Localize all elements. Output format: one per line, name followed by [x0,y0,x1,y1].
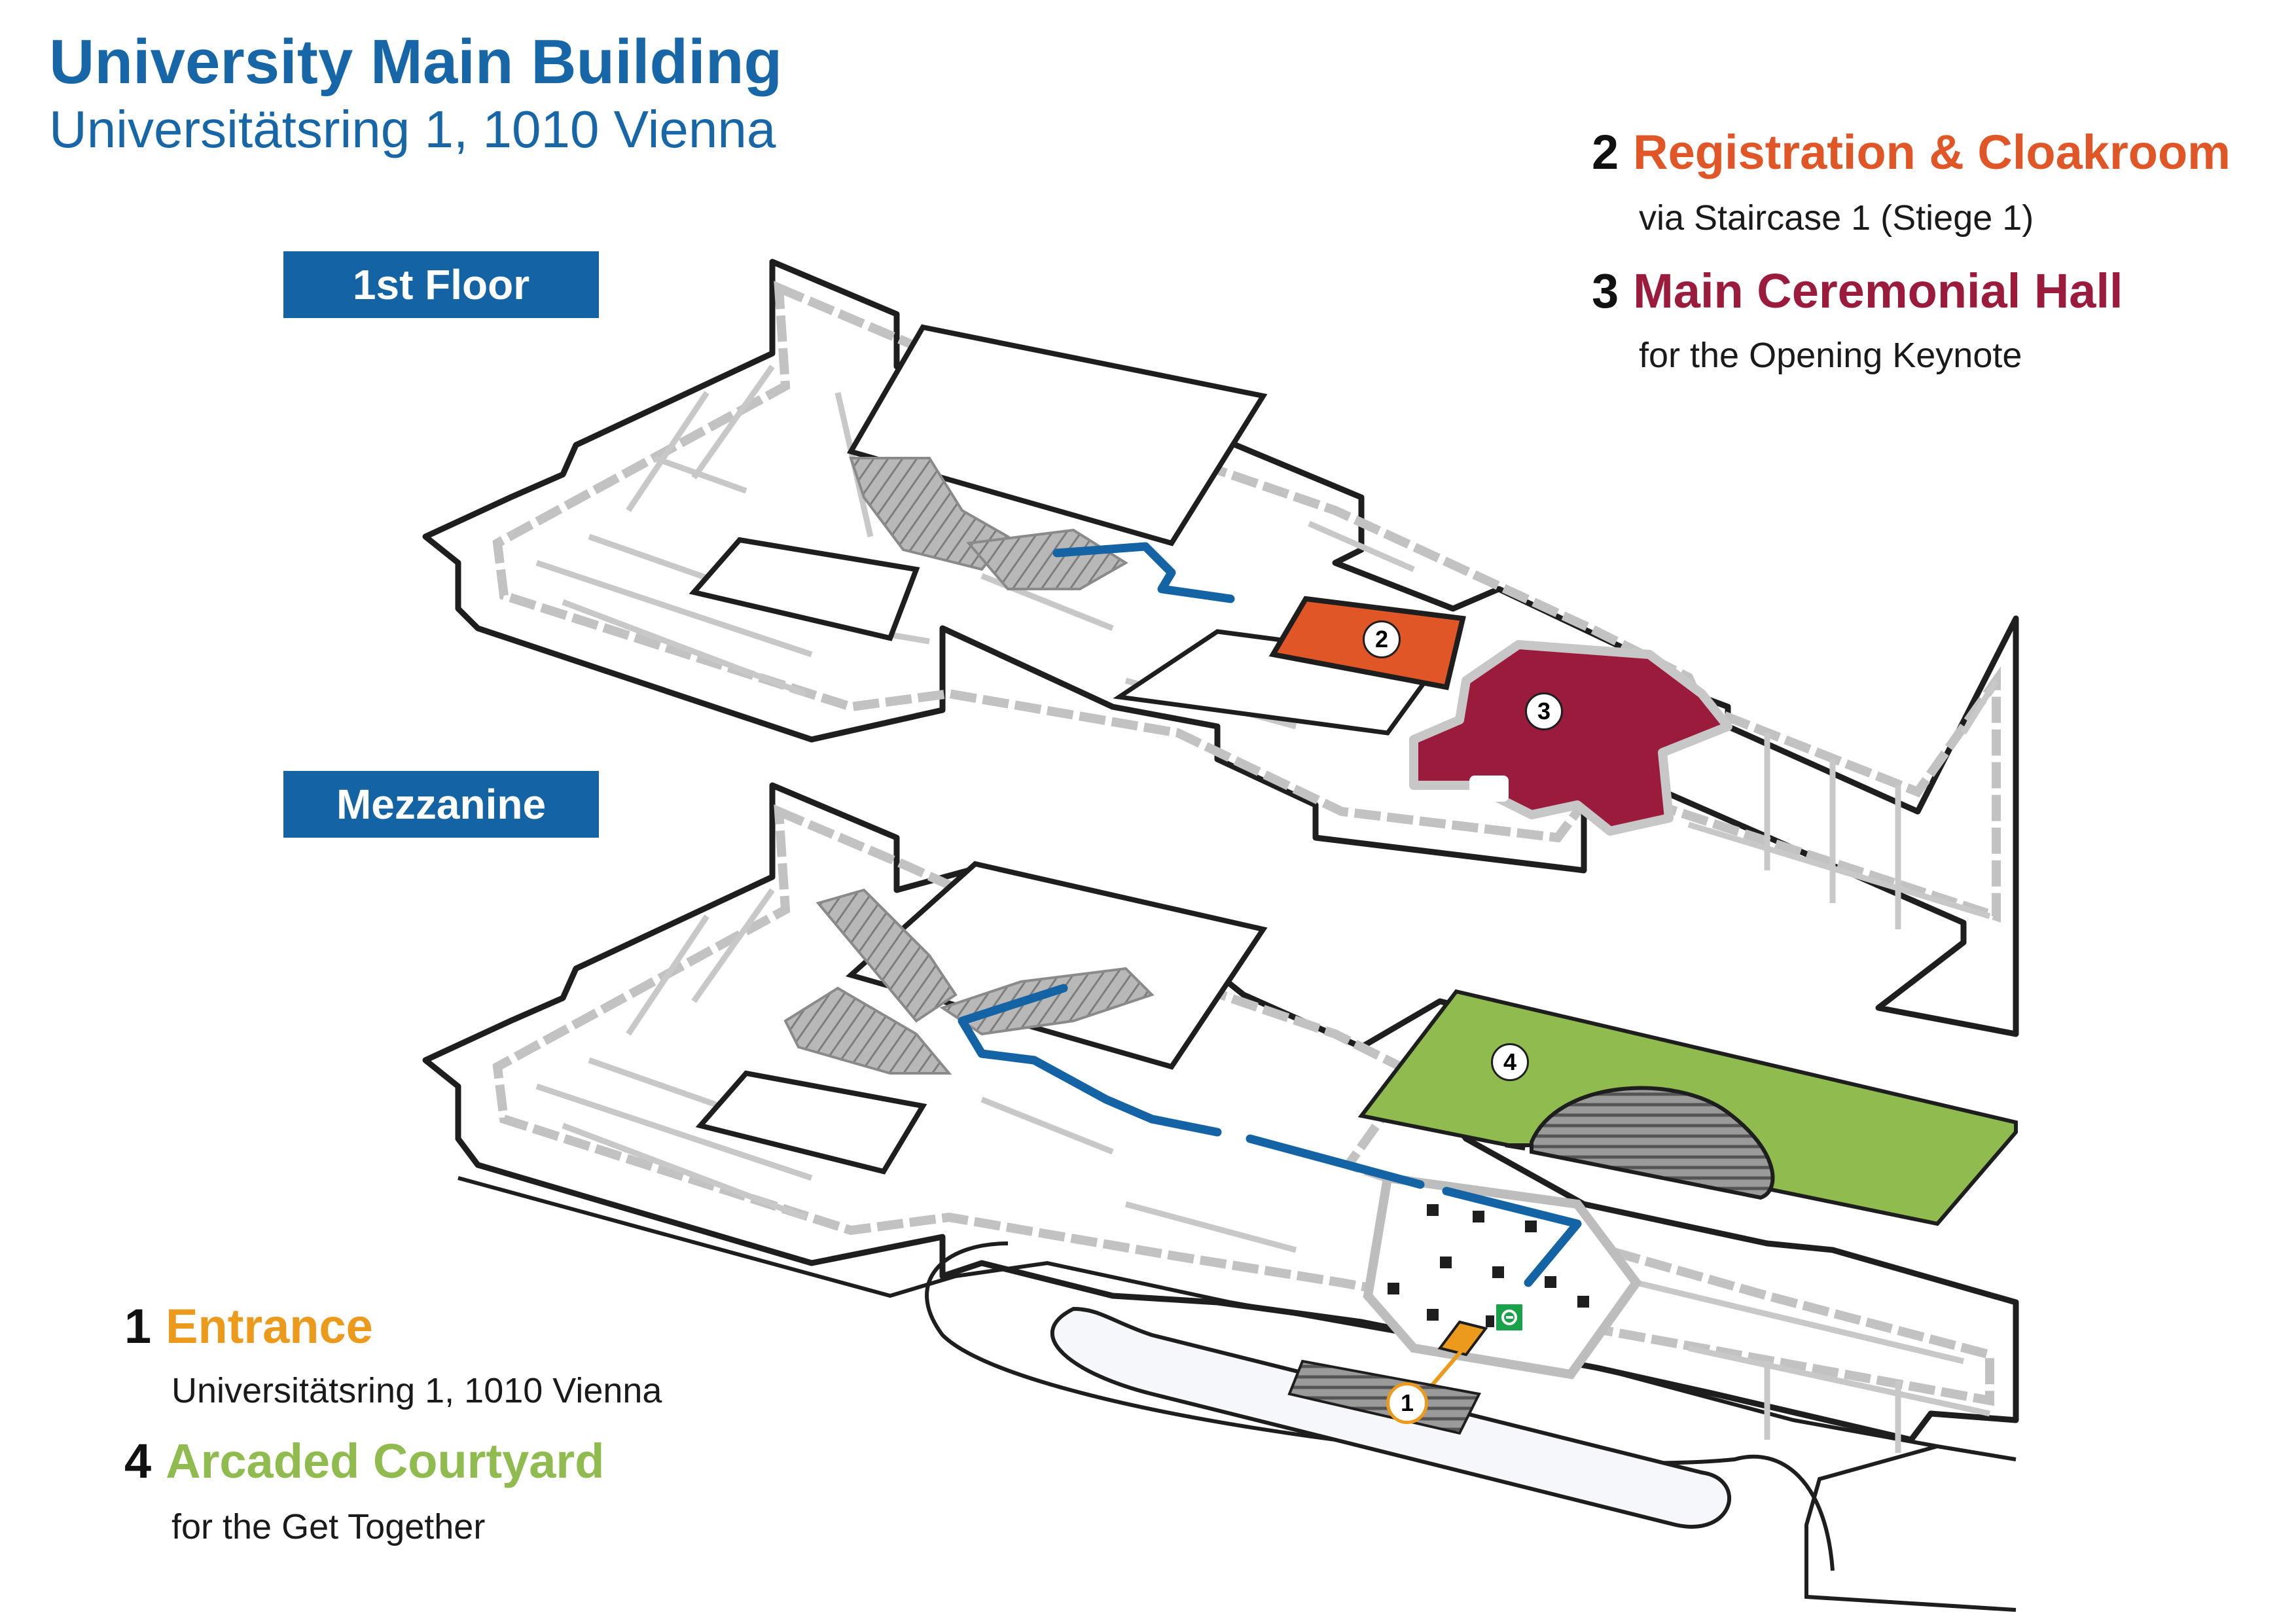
page-subtitle: Universitätsring 1, 1010 Vienna [49,100,776,158]
marker-label: 2 [1374,626,1389,652]
page-title: University Main Building [49,27,783,97]
legend-number: 4 [124,1434,152,1488]
legend-number: 2 [1592,125,1619,179]
legend-item-3: 3 Main Ceremonial Hall for the Opening Ke… [1592,264,2123,375]
marker-1: 1 [1386,1382,1428,1424]
legend-title: Registration & Cloakroom [1633,125,2231,179]
marker-label: 4 [1503,1048,1517,1075]
marker-label: 3 [1537,698,1551,724]
legend-description: Universitätsring 1, 1010 Vienna [171,1371,662,1410]
floor-label-1st: 1st Floor [283,251,599,318]
legend-title: Main Ceremonial Hall [1633,264,2123,318]
marker-2: 2 [1363,620,1401,658]
legend-title: Arcaded Courtyard [166,1434,605,1488]
legend-description: via Staircase 1 (Stiege 1) [1639,198,2034,238]
legend-item-2: 2 Registration & Cloakroom via Staircase … [1592,128,2231,236]
marker-label: 1 [1400,1389,1414,1416]
legend-item-1: 1 Entrance Universitätsring 1, 1010 Vienn… [124,1299,662,1410]
legend-title: Entrance [166,1299,373,1353]
legend-number: 1 [124,1299,152,1353]
emergency-exit-icon [1494,1302,1524,1332]
floor-label-mezzanine: Mezzanine [283,771,599,838]
marker-3: 3 [1525,692,1563,730]
upper-floor-plan [422,259,2019,1037]
legend-description: for the Opening Keynote [1639,336,2022,375]
legend-number: 3 [1592,264,1619,318]
lower-floor-plan [422,782,2019,1612]
legend-item-4: 4 Arcaded Courtyard for the Get Together [124,1434,605,1546]
marker-4: 4 [1491,1043,1529,1081]
legend-description: for the Get Together [171,1507,486,1546]
